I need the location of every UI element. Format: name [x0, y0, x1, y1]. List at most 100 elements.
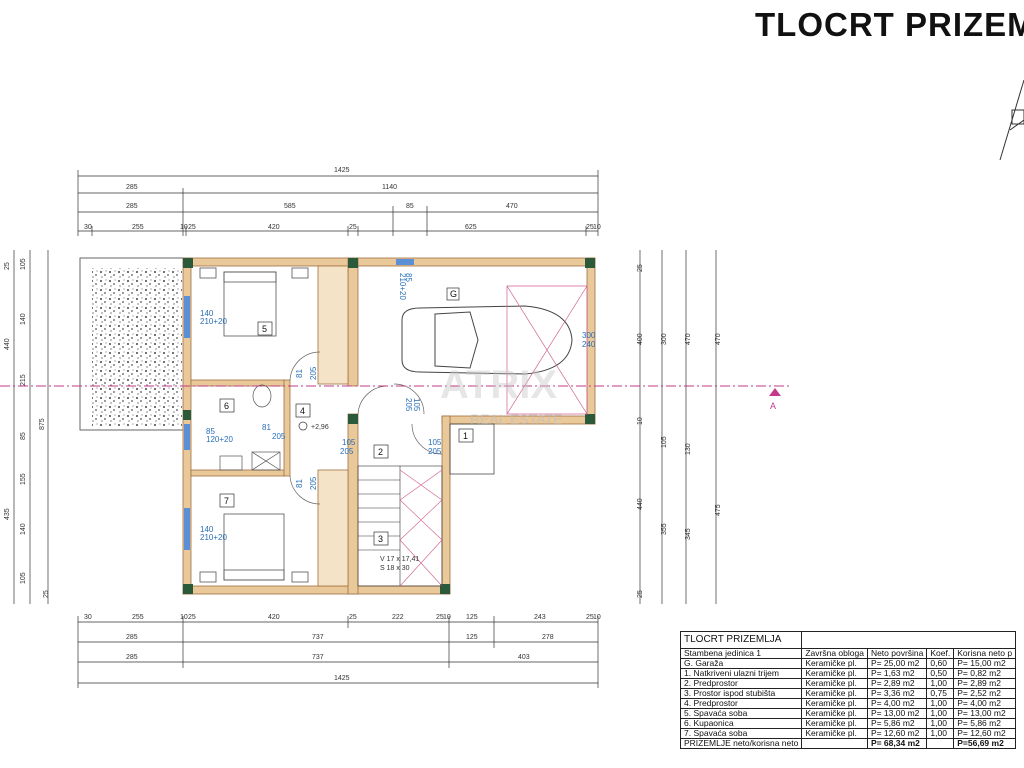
opening-label: 105: [428, 438, 442, 447]
dim-label: 345: [685, 528, 692, 540]
table-cell: 2. Predprostor: [679, 678, 803, 689]
dim-label: 255: [132, 614, 144, 621]
table-header-cell: Neto površina: [866, 648, 928, 659]
dim-label: 85: [20, 432, 27, 440]
dim-label: 355: [661, 523, 668, 535]
dim-label: 10: [180, 224, 188, 231]
bathroom-fixtures: [219, 384, 281, 471]
dim-label: 1140: [382, 184, 397, 191]
table-cell: P= 5,86 m2: [953, 718, 1017, 729]
dim-label: 440: [637, 498, 644, 510]
windows: [184, 259, 414, 550]
dim-label: 470: [506, 203, 518, 210]
opening-label: 85: [206, 427, 215, 436]
dim-top-total: 1425: [334, 167, 350, 174]
table-cell: 0,60: [926, 658, 955, 669]
section-arrow-icon: [769, 388, 781, 396]
dim-label: 215: [20, 374, 27, 386]
table-cell: 1. Natkriveni ulazni trijem: [679, 668, 803, 679]
table-cell: 1,00: [926, 718, 955, 729]
total-neto: P= 68,34 m2: [866, 738, 928, 749]
opening-label: 105: [342, 438, 356, 447]
opening-label: 205: [428, 447, 442, 456]
table-cell: P= 13,00 m2: [866, 708, 928, 719]
dim-label: 10: [637, 417, 644, 425]
section-marker: A: [770, 401, 776, 411]
gravel-pattern: [92, 268, 182, 426]
area-table-header: Stambena jedinica 1 Završna obloga Neto …: [679, 648, 1017, 659]
area-table-title: TLOCRT PRIZEMLJA: [679, 631, 803, 649]
dim-label: 140: [20, 523, 27, 535]
table-cell: 6. Kupaonica: [679, 718, 803, 729]
dim-label: 25: [637, 590, 644, 598]
opening-label: 140: [200, 525, 214, 534]
table-cell: P= 4,00 m2: [866, 698, 928, 709]
dim-bottom-total: 1425: [334, 675, 350, 682]
opening-label: 210+20: [398, 273, 407, 300]
opening-annotations: 140 210+20 140 210+20 85 120+20 85 210+2…: [200, 273, 596, 542]
room-label-7: 7: [224, 496, 229, 506]
left-dimensions: [13, 250, 49, 604]
room-label-1: 1: [463, 431, 468, 441]
table-cell: G. Garaža: [679, 658, 803, 669]
left-dim-labels: 25 105 140 440 215 875 85 155 435 140 10…: [4, 258, 50, 598]
table-header-cell: Završna obloga: [801, 648, 868, 659]
table-cell: P= 0,82 m2: [953, 668, 1017, 679]
table-cell: Keramičke pl.: [801, 718, 868, 729]
north-arrow-icon: [999, 79, 1024, 161]
table-cell: P= 2,89 m2: [866, 678, 928, 689]
table-cell: 5. Spavaća soba: [679, 708, 803, 719]
dim-label: 25: [436, 614, 444, 621]
opening-label: 205: [404, 398, 413, 412]
table-cell: Keramičke pl.: [801, 728, 868, 739]
table-cell: Keramičke pl.: [801, 698, 868, 709]
opening-label: 81: [262, 423, 271, 432]
opening-label: 205: [272, 432, 286, 441]
room-label-2: 2: [378, 447, 383, 457]
level-value: +2,96: [311, 424, 329, 431]
table-cell: P= 13,00 m2: [953, 708, 1017, 719]
dim-label: 285: [126, 184, 138, 191]
table-cell: 0,50: [926, 668, 955, 679]
bottom-dimensions: [77, 616, 599, 688]
level-marker-icon: [298, 421, 308, 431]
table-cell: 1,00: [926, 678, 955, 689]
table-header-cell: Stambena jedinica 1: [679, 648, 803, 659]
opening-label: 105: [412, 398, 421, 412]
bed-5-icon: [199, 267, 309, 337]
staircase: [357, 465, 443, 587]
dim-label: 25: [188, 614, 196, 621]
opening-label: 205: [340, 447, 354, 456]
dim-label: 285: [126, 654, 138, 661]
stair-spec-2: S 18 x 30: [380, 565, 410, 572]
room-label-4: 4: [300, 406, 305, 416]
dim-label: 105: [20, 258, 27, 270]
dim-label: 30: [84, 224, 92, 231]
porch-outline: [449, 423, 495, 475]
dim-label: 25: [586, 614, 594, 621]
room-label-6: 6: [224, 401, 229, 411]
dim-label: 875: [39, 418, 46, 430]
room-label-5: 5: [262, 324, 267, 334]
page-title: TLOCRT PRIZEM: [755, 6, 1024, 43]
table-cell: P= 2,89 m2: [953, 678, 1017, 689]
dim-label: 30: [84, 614, 92, 621]
opening-label: 205: [309, 366, 318, 380]
dim-label: 25: [349, 614, 357, 621]
dim-label: 25: [586, 224, 594, 231]
table-cell: Keramičke pl.: [801, 678, 868, 689]
total-korisna: P=56,69 m2: [953, 738, 1017, 749]
dim-label: 400: [637, 333, 644, 345]
total-spacer: [801, 738, 868, 749]
dim-label: 10: [593, 224, 601, 231]
opening-label: 81: [295, 479, 304, 488]
right-dim-labels: 25 400 300 470 470 10 105 130 355 345 44…: [637, 264, 722, 598]
dim-label: 625: [465, 224, 477, 231]
table-cell: P= 4,00 m2: [953, 698, 1017, 709]
dim-label: 475: [715, 504, 722, 516]
stair-spec-1: V 17 x 17,41: [380, 556, 419, 563]
right-dimensions: [639, 250, 717, 604]
table-cell: P= 12,60 m2: [953, 728, 1017, 739]
